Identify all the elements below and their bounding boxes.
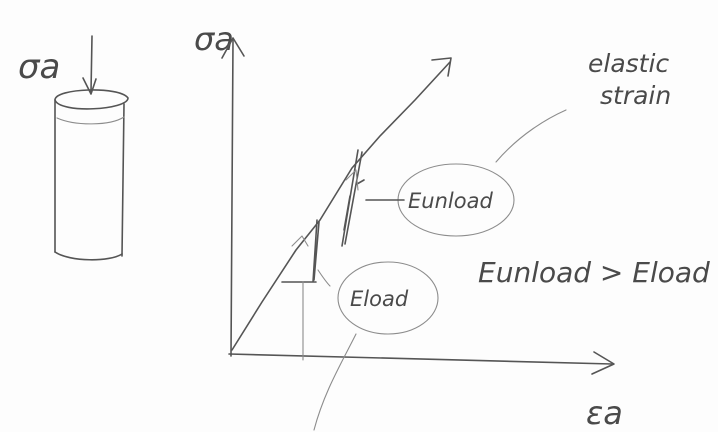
specimen-stress-label: σa xyxy=(18,47,60,87)
load-arrow xyxy=(82,35,97,95)
x-axis-label: εa xyxy=(586,394,623,432)
cylinder-bottom xyxy=(54,251,123,261)
specimen-group: σa xyxy=(18,35,129,261)
eunload-label: Eunload xyxy=(408,189,493,213)
relation-label: Eunload > Eload xyxy=(478,256,710,289)
hysteresis-loop-1 xyxy=(281,219,320,283)
eload-pointer-bottom xyxy=(313,333,357,431)
hysteresis-loop-2 xyxy=(341,149,365,247)
annotations-group: elastic strain Eunload Eload Eunload > E… xyxy=(313,49,710,431)
curve-arrowhead xyxy=(431,57,452,77)
elastic-leader-line xyxy=(495,109,567,163)
curve-group xyxy=(231,57,452,361)
eload-label: Eload xyxy=(350,287,409,311)
cylinder-top xyxy=(54,89,129,110)
loop-2-tangent xyxy=(345,169,359,191)
y-axis-label: σa xyxy=(194,20,234,58)
y-axis xyxy=(230,39,234,357)
eload-pointer-top xyxy=(317,269,331,287)
x-axis xyxy=(228,353,613,365)
axes-group: σa εa xyxy=(194,20,623,432)
loop-1-tangent xyxy=(291,235,309,247)
eload-bubble xyxy=(337,261,439,335)
x-axis-arrowhead xyxy=(591,351,615,375)
elastic-label-line2: strain xyxy=(600,81,671,110)
y-axis-arrowhead xyxy=(221,37,245,59)
cylinder-inner-ring xyxy=(56,116,125,125)
cylinder-right-side xyxy=(121,103,125,257)
loading-curve xyxy=(231,61,451,351)
elastic-label-line1: elastic xyxy=(588,49,669,78)
